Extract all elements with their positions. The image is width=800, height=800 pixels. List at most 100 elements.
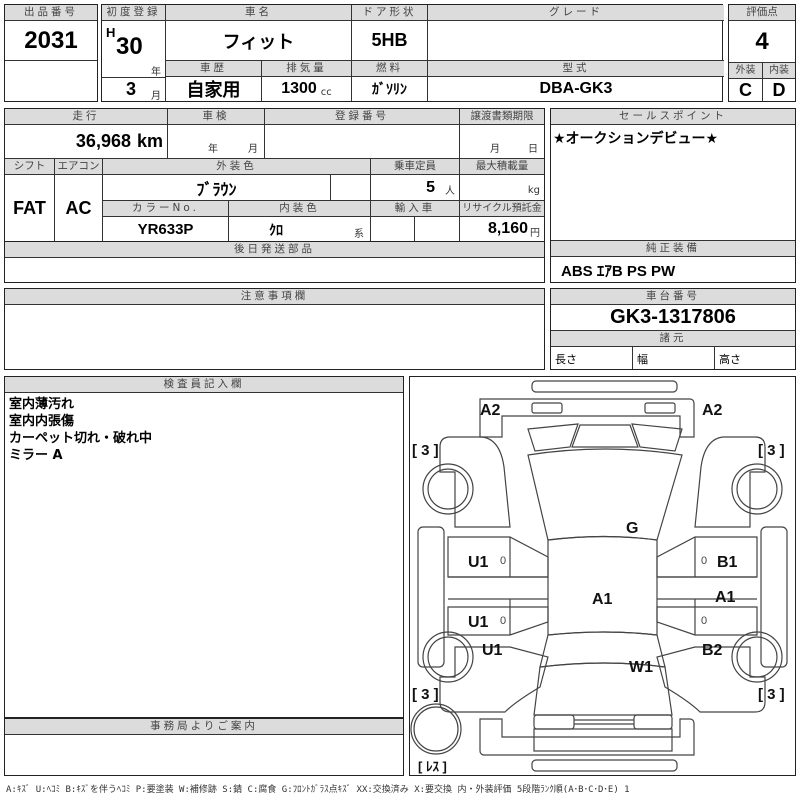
tire-tread-spare: [ ﾚｽ ] [418,759,447,774]
car-diagram: A2 A2 G A1 W1 U1 U1 U1 B1 A1 B2 0 0 0 0 … [410,380,788,774]
transfer-month-unit: 月 [490,144,500,155]
max-load-unit: kg [527,185,540,196]
mark-trunk: W1 [629,659,653,676]
mileage-unit: km [136,131,163,151]
headlight-right [644,402,676,414]
headlight-left [531,402,563,414]
grade-value [428,21,724,61]
later-parts-label: 後日発送部品 [5,242,544,258]
year-unit: 年 [151,67,161,78]
front-window-left [527,423,579,452]
damage-legend: A:ｷｽﾞ U:ﾍｺﾐ B:ｷｽﾞを伴うﾍｺﾐ P:要塗装 W:補修跡 S:錆 … [6,785,630,795]
inspection-month-unit: 月 [248,144,258,155]
mark-left-rear-door: U1 [468,614,489,631]
tire-rear-left [422,631,474,683]
int-color-label: 内装色 [229,201,371,217]
spec-length: 長さ [551,347,633,369]
tire-tread-rr: [ 3 ] [758,686,785,703]
inspector-line: カーペット切れ・破れ中 [9,431,153,446]
tire-rear-right [731,631,783,683]
recycle-cell: 8,160 円 [460,217,544,241]
mark-left-rear-fender: U1 [482,642,503,659]
int-color-value: ｸﾛ [269,222,283,238]
transfer-day-unit: 日 [528,144,538,155]
int-color-unit: 系 [354,229,364,240]
chassis-box: 車台番号 GK3-1317806 諸元 長さ 幅 高さ [550,288,796,370]
rear-panel [533,728,673,752]
fuel-value: ｶﾞｿﾘﾝ [352,77,428,101]
inspector-line: ミラー A [9,448,63,463]
equipment-value: ABS ｴｱB PS PW [561,263,676,280]
transfer-cell: 月 日 [460,125,544,159]
displacement-label: 排気量 [262,61,352,77]
color-no-value: YR633P [103,217,229,241]
displacement-cell: 1300 cc [262,77,352,101]
history-label: 車歴 [166,61,262,77]
month-unit: 月 [151,91,161,101]
tire-tread-fr: [ 3 ] [758,442,785,459]
right-rear-door [656,606,758,636]
notes-label: 注意事項欄 [5,289,544,305]
mark-right-rear-door: A1 [715,589,736,606]
mark-front-left: A2 [480,402,501,419]
history-value: 自家用 [166,77,262,101]
front-window-right [631,423,683,452]
tire-spare [410,703,462,755]
mileage-label: 走行 [5,109,168,125]
inspection-year-unit: 年 [208,144,218,155]
reg-no-value [265,125,460,159]
int-color-cell: ｸﾛ 系 [229,217,371,241]
taillight-right [633,714,673,730]
sales-point-value: ★オークションデビュー★ [551,125,795,241]
front-bumper [479,398,695,438]
ext-color-value: ﾌﾞﾗｳﾝ [103,175,331,201]
office-label: 事務局よりご案内 [5,719,403,735]
displacement-value: 1300 [281,80,317,97]
first-reg-cell: H 30 年 3 月 [102,21,166,101]
right-rear-fender [656,646,766,713]
capacity-unit: 人 [445,186,455,197]
left-front-fender [439,436,511,528]
import-label: 輸入車 [371,201,460,217]
zero-mark: 0 [500,615,506,627]
office-box: 事務局よりご案内 [4,718,404,776]
right-front-door [656,536,758,578]
zero-mark: 0 [701,555,707,567]
int-label: 内装 [763,63,795,79]
tire-tread-fl: [ 3 ] [412,442,439,459]
capacity-label: 乗車定員 [371,159,460,175]
aircon-label: エアコン [55,159,103,175]
ext-grade: C [729,79,763,101]
spec-height: 高さ [719,353,741,366]
mark-roof: A1 [592,591,613,608]
tire-front-right [731,463,783,515]
notes-box: 注意事項欄 [4,288,545,370]
max-load-cell: kg [460,175,544,201]
tire-front-left [422,463,474,515]
capacity-value: 5 [426,178,435,196]
shift-value: FAT [5,175,55,241]
inspector-box: 検査員記入欄 室内薄汚れ 室内内張傷 カーペット切れ・破れ中 ミラー A [4,376,404,718]
ext-color-label: 外装色 [103,159,371,175]
chassis-label: 車台番号 [551,289,795,305]
inspection-cell: 年 月 [168,125,265,159]
left-rear-door [447,606,549,636]
model-code: DBA-GK3 [539,80,613,97]
recycle-unit: 円 [530,227,540,239]
later-parts-value [5,258,544,282]
fuel-label: 燃料 [352,61,428,77]
left-front-door [447,536,549,578]
reg-year: 30 [116,33,143,60]
sales-point-box: セールスポイント ★オークションデビュー★ 純正装備 ABS ｴｱB PS PW [550,108,796,283]
specs-label: 諸元 [551,331,795,347]
tire-tread-rl: [ 3 ] [412,686,439,703]
car-name: フィット [166,21,352,61]
lot-blank [5,61,97,101]
right-front-fender [694,436,766,528]
chassis-number: GK3-1317806 [551,305,795,331]
taillight-left [533,714,575,730]
inspection-label: 車検 [168,109,265,125]
left-rear-fender [439,646,549,713]
first-reg-label: 初度登録 [102,5,166,21]
reg-no-label: 登録番号 [265,109,460,125]
